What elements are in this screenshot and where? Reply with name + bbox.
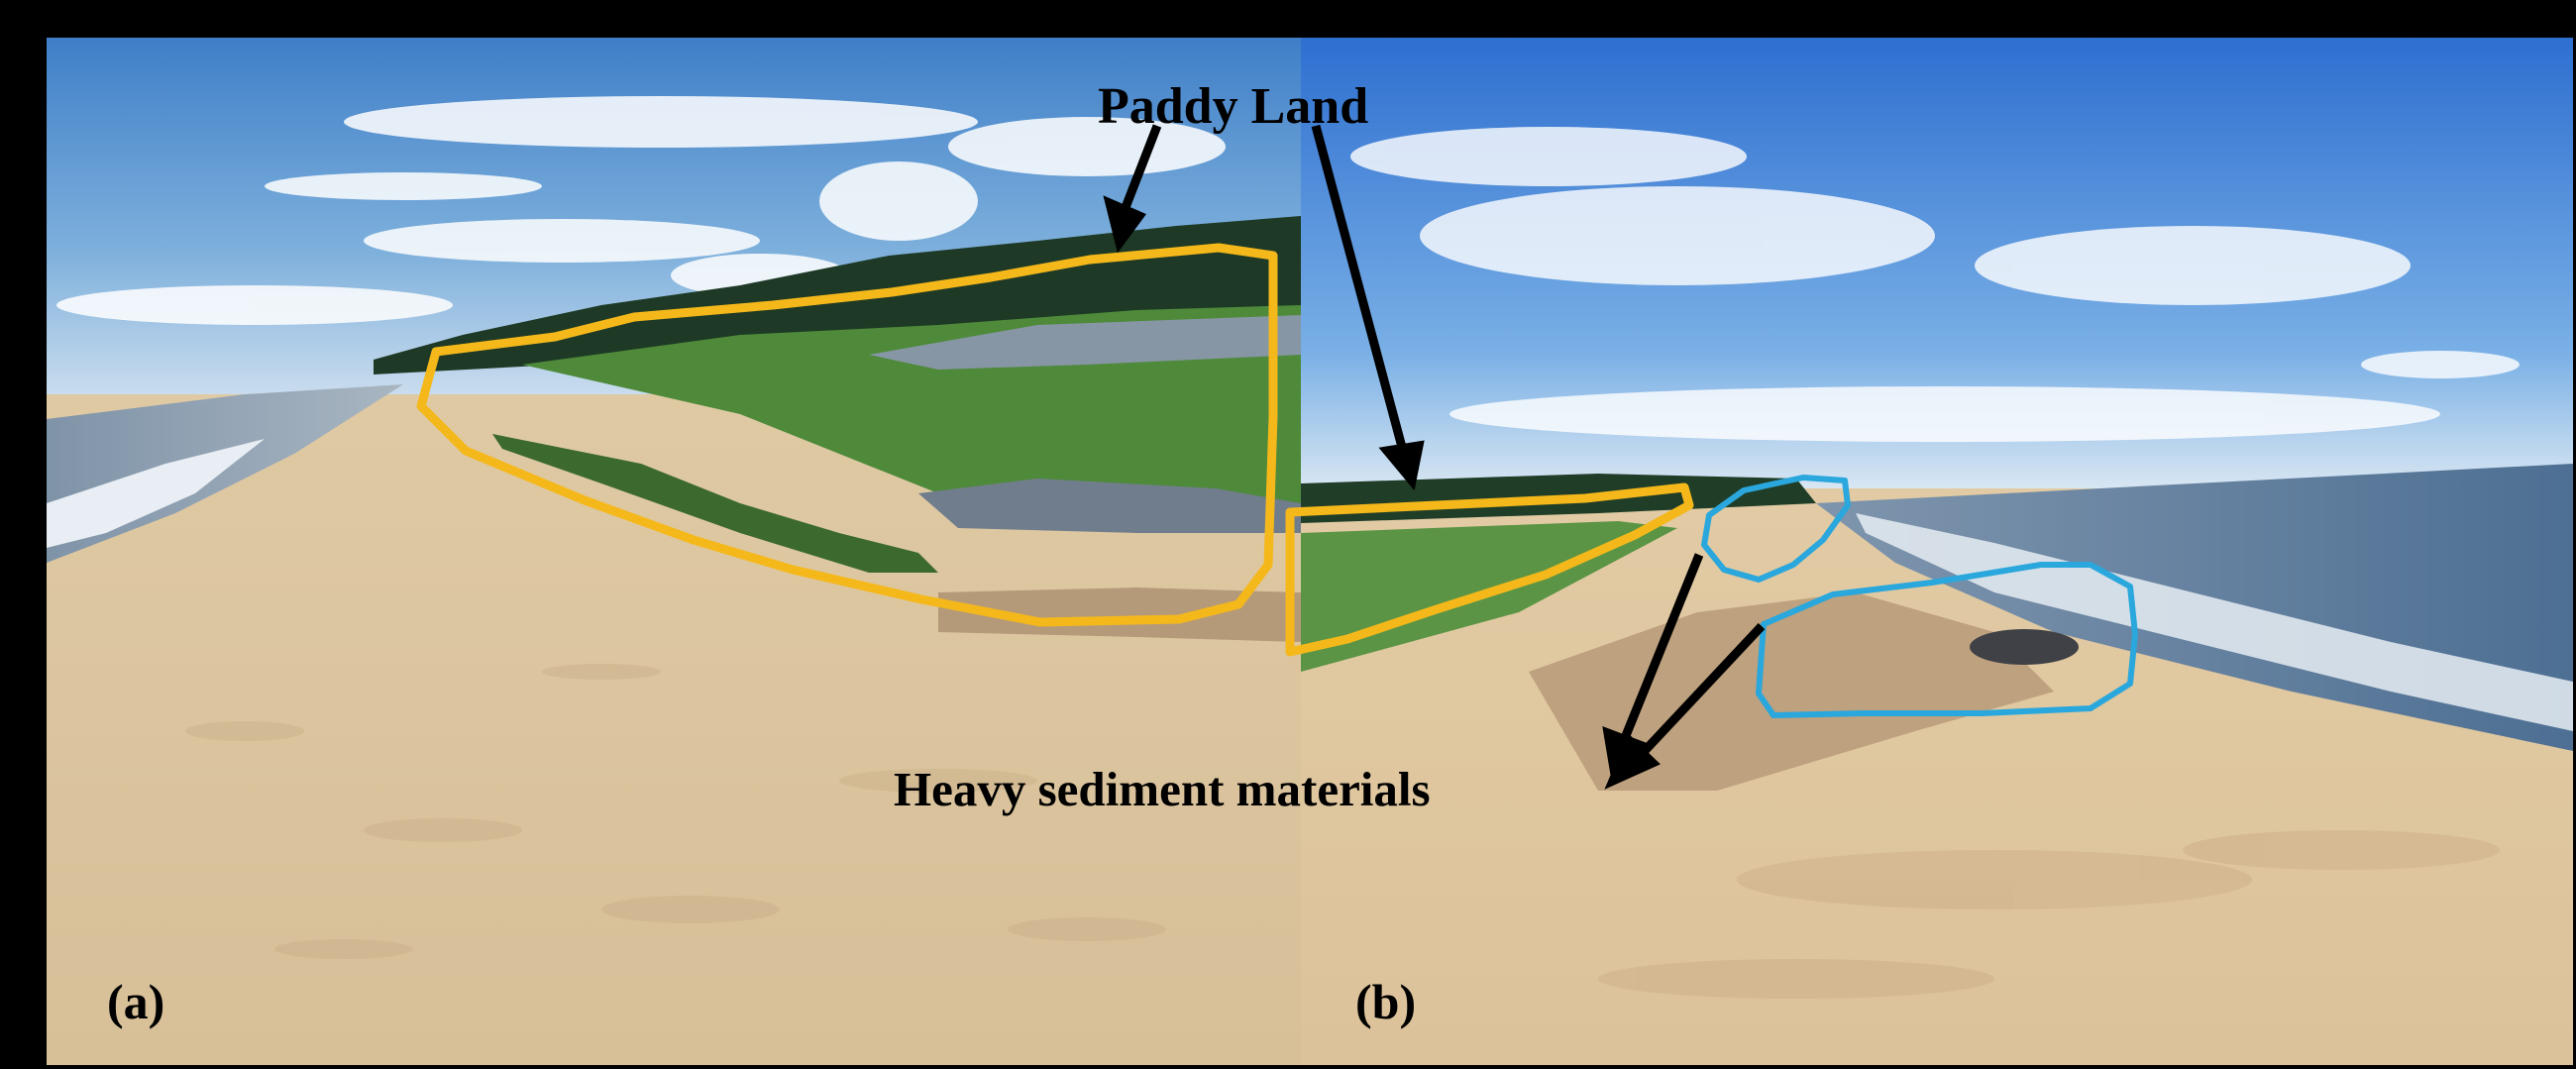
heavy-sediment-label: Heavy sediment materials <box>894 762 1431 816</box>
photo-panel-b <box>1301 38 2573 1065</box>
panel-b-label: (b) <box>1355 974 1417 1029</box>
beach-photo-a <box>47 38 1301 1065</box>
beach-photo-b <box>1301 38 2573 1065</box>
photo-panel-a <box>47 38 1301 1065</box>
panel-a-label: (a) <box>107 974 165 1029</box>
paddy-land-label: Paddy Land <box>1098 78 1369 135</box>
